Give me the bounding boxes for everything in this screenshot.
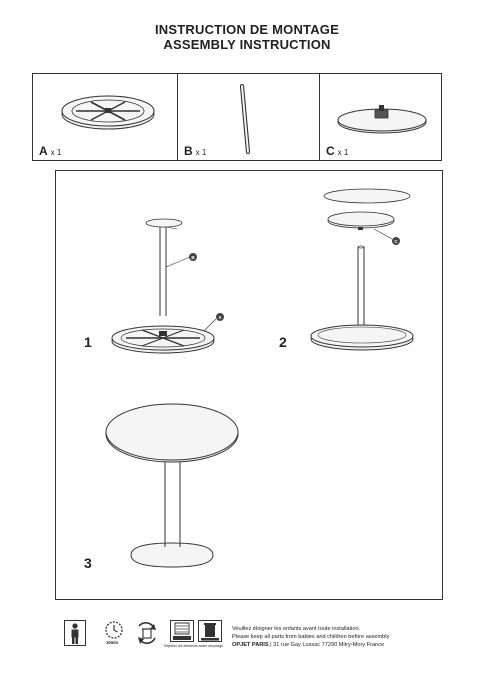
mixed-waste-icon [170, 620, 194, 642]
table-pole-icon [239, 83, 251, 155]
adult-figure-icon [64, 620, 86, 646]
safety-line-fr: Veuillez éloigner les enfants avant tout… [232, 626, 361, 632]
recycle-bin-icon [138, 622, 156, 644]
svg-text:C: C [394, 239, 398, 244]
assembly-diagram: B A C [105, 188, 414, 568]
recycling-bin-icon [198, 620, 222, 642]
step-2-illustration: C [310, 188, 414, 351]
step-3-number: 3 [84, 555, 92, 571]
table-top-plate-icon [337, 105, 427, 134]
table-base-disc-icon [61, 95, 155, 130]
title-english: ASSEMBLY INSTRUCTION [163, 37, 331, 52]
safety-line-en: Please keep all parts from babies and ch… [232, 634, 390, 640]
company-address: OPJET PARIS | 31 rue Gay Lussac 77290 Mi… [232, 642, 385, 648]
assembly-steps-panel: B A C [55, 170, 443, 600]
step-3-illustration [105, 403, 239, 568]
step-1-number: 1 [84, 334, 92, 350]
svg-text:B: B [191, 255, 195, 260]
step-1-illustration: B A [111, 218, 224, 354]
svg-text:A: A [218, 315, 222, 320]
time-10-min-icon [105, 621, 123, 639]
step-2-number: 2 [279, 334, 287, 350]
waste-caption: Séparez les éléments avant recyclage [164, 644, 224, 648]
time-label: 10min [106, 640, 119, 645]
safety-text: Veuillez éloigner les enfants avant tout… [232, 625, 389, 649]
title-french: INSTRUCTION DE MONTAGE [155, 22, 339, 37]
footer: 10min Séparez les éléments avant recycla… [64, 615, 444, 655]
